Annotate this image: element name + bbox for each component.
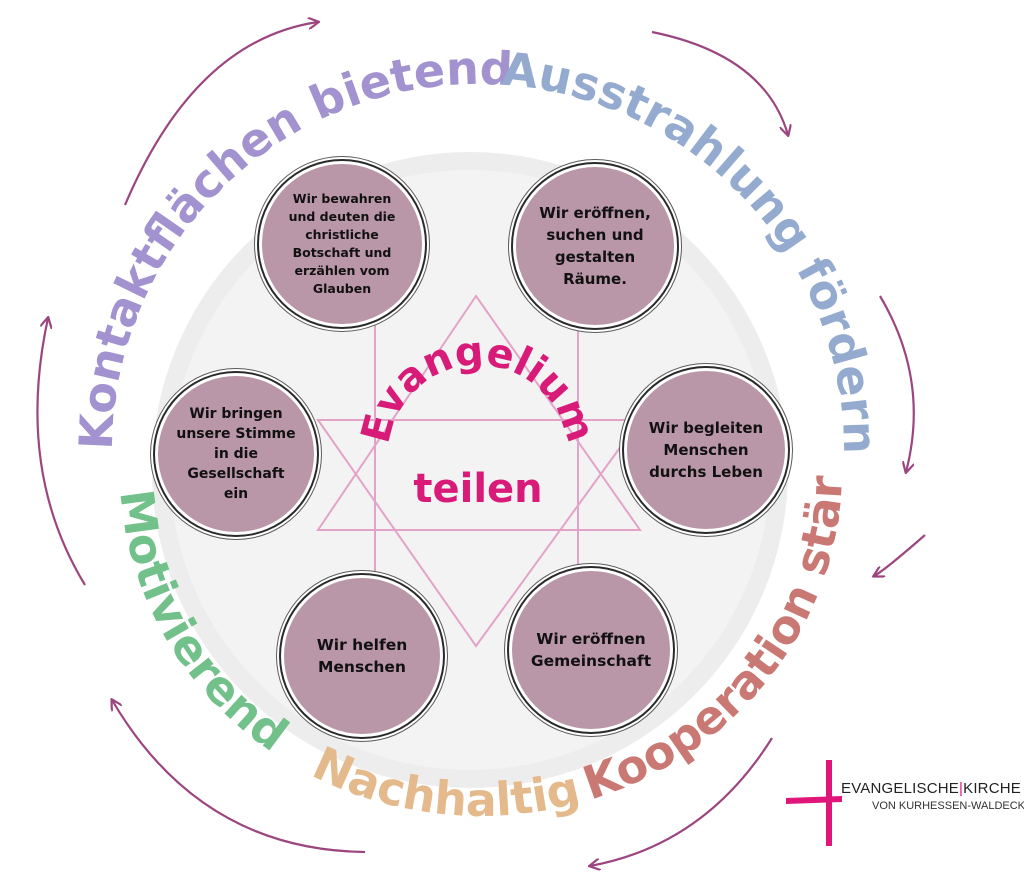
node-helfen-text: Wir helfen Menschen xyxy=(316,636,408,676)
hexagram xyxy=(316,294,642,648)
node-begleiten: Wir begleiten Menschen durchs Leben xyxy=(627,371,785,529)
arrow-bottom-left xyxy=(112,700,366,854)
node-begleiten-text: Wir begleiten Menschen durchs Leben xyxy=(648,419,764,481)
node-helfen: Wir helfen Menschen xyxy=(284,578,440,734)
node-raeume: Wir eröffnen, suchen und gestalten Räume… xyxy=(516,167,674,325)
node-botschaft: Wir bewahren und deuten die christliche … xyxy=(262,164,422,324)
node-stimme: Wir bringen unsere Stimme in die Gesells… xyxy=(158,376,314,532)
logo-word-kirche: KIRCHE xyxy=(963,780,1021,797)
logo-title: EVANGELISCHE|KIRCHE xyxy=(841,780,1021,797)
arrow-left xyxy=(36,318,86,586)
node-botschaft-text: Wir bewahren und deuten die christliche … xyxy=(288,191,396,296)
cross-icon xyxy=(786,760,842,846)
arrow-top-left xyxy=(123,22,318,206)
arrow-right xyxy=(879,295,915,472)
cycle-arrows xyxy=(36,22,926,866)
center-subtitle: teilen xyxy=(413,466,542,512)
hexagram-triangle-down xyxy=(316,419,642,648)
arrow-top-right xyxy=(651,30,788,135)
logo-word-evangelische: EVANGELISCHE xyxy=(841,780,959,797)
arrow-bottom xyxy=(590,737,773,866)
church-logo: EVANGELISCHE|KIRCHE VON KURHESSEN-WALDEC… xyxy=(786,758,1024,848)
node-stimme-text: Wir bringen unsere Stimme in die Gesells… xyxy=(176,406,296,502)
logo-subtitle: VON KURHESSEN-WALDECK xyxy=(872,800,1024,812)
node-raeume-text: Wir eröffnen, suchen und gestalten Räume… xyxy=(539,204,651,288)
arrow-bottom-right xyxy=(874,534,926,576)
hexagram-triangle-up xyxy=(316,294,642,531)
node-gemeinschaft: Wir eröffnen Gemeinschaft xyxy=(512,571,670,729)
logo-separator: | xyxy=(959,780,964,797)
node-gemeinschaft-text: Wir eröffnen Gemeinschaft xyxy=(530,630,652,670)
